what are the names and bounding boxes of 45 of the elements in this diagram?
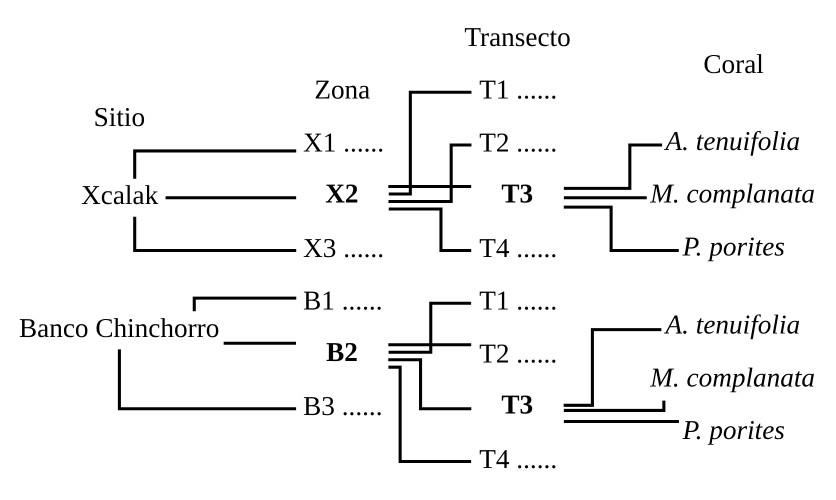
node-text: P. porites bbox=[682, 414, 785, 445]
node-text: A. tenuifolia bbox=[666, 309, 800, 340]
connector bbox=[564, 328, 662, 406]
connector bbox=[564, 205, 679, 252]
connector bbox=[118, 348, 296, 410]
connector bbox=[133, 148, 296, 178]
node-text: M. complanata bbox=[650, 178, 816, 208]
connector bbox=[166, 196, 296, 199]
node-text: B2 bbox=[326, 336, 358, 366]
connector bbox=[388, 365, 472, 463]
connector bbox=[388, 184, 472, 188]
node-text: P. porites bbox=[682, 230, 785, 261]
node-text: T3 bbox=[501, 178, 534, 208]
connector bbox=[224, 341, 296, 344]
label: Coral bbox=[703, 48, 764, 79]
node-text: T2 ...... bbox=[479, 126, 558, 157]
node-text: Banco Chinchorro bbox=[19, 312, 220, 342]
node-text: B3 ...... bbox=[303, 390, 383, 421]
node-text: X1 ...... bbox=[303, 126, 384, 157]
connector bbox=[388, 358, 472, 410]
connector bbox=[388, 206, 472, 252]
connector bbox=[388, 90, 472, 196]
connector bbox=[564, 196, 647, 199]
node-text: X3 ...... bbox=[303, 232, 384, 262]
node-text: A. tenuifolia bbox=[666, 125, 800, 156]
label: Transecto bbox=[464, 21, 571, 52]
node-text: T4 ...... bbox=[479, 232, 558, 262]
node-text: T4 ...... bbox=[479, 443, 558, 474]
node-text: T2 ...... bbox=[479, 338, 558, 368]
node-text: X2 bbox=[325, 178, 359, 208]
connector bbox=[564, 400, 666, 412]
node-text: T3 bbox=[501, 389, 534, 419]
connector bbox=[388, 301, 472, 354]
node-text: B1 ...... bbox=[303, 285, 383, 316]
connector bbox=[564, 419, 679, 423]
connector bbox=[133, 216, 296, 252]
connector bbox=[388, 342, 472, 346]
node-text: Xcalak bbox=[81, 180, 158, 210]
label: Zona bbox=[314, 74, 370, 104]
connector bbox=[564, 142, 662, 190]
connector bbox=[388, 142, 472, 203]
node-text: T1 ...... bbox=[479, 285, 558, 316]
label: Sitio bbox=[94, 101, 146, 132]
node-text: M. complanata bbox=[650, 362, 816, 392]
node-text: T1 ...... bbox=[479, 74, 558, 104]
